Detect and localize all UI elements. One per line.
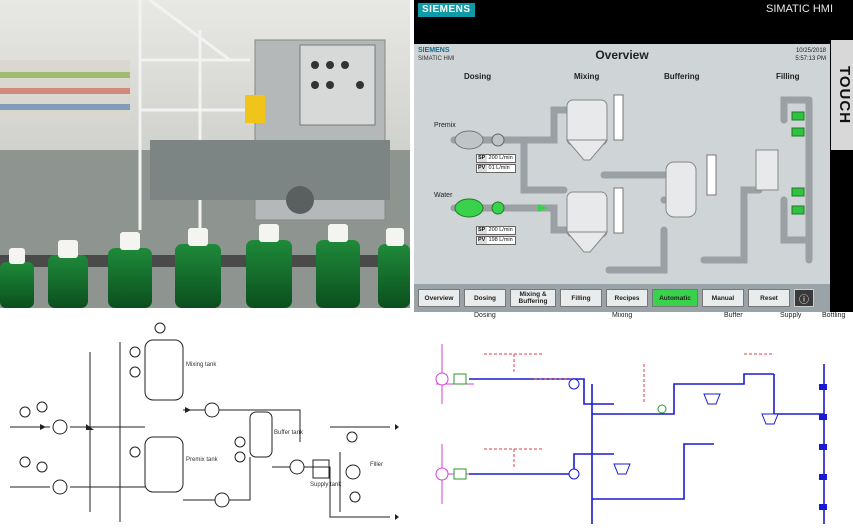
pid-color-drawing [435, 344, 827, 524]
section-buffering: Buffering [664, 72, 700, 81]
screen-datetime: 10/25/2018 5:57:13 PM [795, 47, 826, 63]
factory-scene [0, 0, 410, 308]
column-bottling: Bottling [822, 312, 846, 319]
column-buffer: Buffer [724, 312, 743, 319]
pid-label-supply-tank: Supply tank [310, 482, 342, 488]
sp-tag: SP [478, 155, 487, 162]
pid-label-premix-tank: Premix tank [186, 457, 218, 463]
pid-label-mixing-tank: Mixing tank [186, 362, 217, 368]
pid-label-filler: Filler [370, 462, 383, 468]
screen-date: 10/25/2018 [795, 48, 826, 54]
pv-tag: PV [478, 237, 487, 244]
hmi-screen: SIEMENS SIMATIC HMI Overview 10/25/2018 … [414, 44, 830, 312]
nav-mixing-buffering-button[interactable]: Mixing & Buffering [510, 289, 556, 307]
water-sp-field[interactable]: SP 200 L/min [476, 226, 516, 235]
nav-overview-button[interactable]: Overview [418, 289, 460, 307]
nav-filling-button[interactable]: Filling [560, 289, 602, 307]
premix-pv-value: 01 L/min [488, 165, 510, 171]
screen-brand-name: SIEMENS [418, 47, 450, 54]
pid-diagram-color: Dosing Mixing Buffer Supply Bottling [414, 312, 853, 530]
water-pv-value: 198 L/min [488, 237, 513, 243]
premix-pv-field: PV 01 L/min [476, 164, 516, 173]
pv-tag: PV [478, 165, 487, 172]
screen-time: 5:57:13 PM [795, 56, 826, 62]
pid-label-buffer-tank: Buffer tank [274, 430, 303, 436]
hmi-panel: SIEMENS SIMATIC HMI TOUCH SIEMENS SIMATI… [414, 0, 853, 312]
premix-pump [454, 130, 484, 150]
buffer-tank [665, 154, 717, 218]
sp-tag: SP [478, 227, 487, 234]
premix-label: Premix [434, 122, 456, 129]
section-dosing: Dosing [464, 72, 492, 81]
premix-sp-field[interactable]: SP 200 L/min [476, 154, 516, 163]
nav-manual-button[interactable]: Manual [702, 289, 744, 307]
water-pv-field: PV 198 L/min [476, 236, 516, 245]
pid-diagram-bw: Mixing tank Premix tank Buffer tank Supp… [0, 312, 414, 530]
water-pump [454, 198, 484, 218]
hmi-product-label: SIMATIC HMI [765, 3, 833, 15]
water-sp-value: 200 L/min [488, 227, 513, 233]
siemens-logo: SIEMENS [418, 3, 475, 17]
screen-brand-sub: SIMATIC HMI [418, 56, 455, 62]
screen-title: Overview [595, 48, 649, 62]
water-label: Water [434, 192, 453, 199]
column-mixing: Mixing [612, 312, 633, 319]
nav-recipes-button[interactable]: Recipes [606, 289, 648, 307]
mixing-tank-1 [565, 94, 624, 161]
section-filling: Filling [776, 72, 800, 81]
premix-sp-value: 200 L/min [488, 155, 513, 161]
supply-tank [755, 149, 779, 191]
mixing-tank-2 [565, 187, 624, 253]
section-mixing: Mixing [574, 72, 600, 81]
process-diagram [450, 94, 813, 274]
screen-brand: SIEMENS SIMATIC HMI [418, 47, 455, 63]
pid-bw-drawing [10, 322, 399, 522]
filler-valves [791, 111, 805, 215]
column-dosing: Dosing [474, 312, 496, 319]
hmi-nav-bar: Overview Dosing Mixing & Buffering Filli… [414, 284, 830, 312]
nav-dosing-button[interactable]: Dosing [464, 289, 506, 307]
nav-automatic-button[interactable]: Automatic [652, 289, 698, 307]
column-supply: Supply [780, 312, 802, 319]
touch-label: TOUCH [831, 40, 853, 150]
nav-reset-button[interactable]: Reset [748, 289, 790, 307]
factory-photo [0, 0, 410, 308]
info-icon[interactable]: ⓘ [794, 289, 814, 307]
